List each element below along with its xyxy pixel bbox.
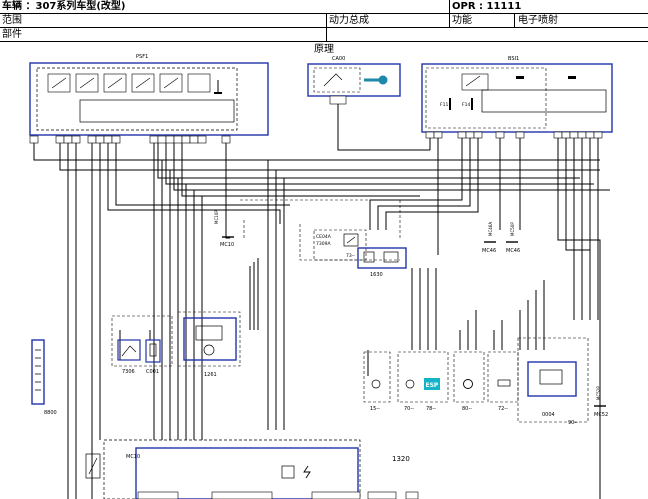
dashed-wires	[240, 199, 401, 261]
c7306-component: 7306	[111, 315, 173, 375]
r90-label: 90--	[568, 420, 578, 426]
r72-label: 72--	[498, 406, 508, 412]
psf1-relays	[47, 73, 211, 93]
psf1-label: PSF1	[136, 54, 148, 60]
c1630-label: 1630	[370, 272, 383, 278]
c8800-component: 8800	[31, 339, 57, 416]
esp-icon	[424, 378, 440, 390]
c1261-label: 1261	[204, 372, 217, 378]
bsi1-component: BSI1 F11 F14	[421, 56, 613, 133]
ce04a-ref-label: 73--	[346, 253, 355, 259]
mc52-label: MC52	[594, 412, 608, 418]
psf1-component: PSF1	[29, 54, 269, 136]
ce04a-component: CE04A 7309A 73--	[313, 229, 367, 261]
mc46-label-b: MC46	[506, 248, 520, 254]
r80-label: 80--	[462, 406, 472, 412]
c1320-pins	[137, 491, 419, 499]
diagram-title: 原理	[314, 43, 334, 55]
bsi1-pins	[425, 131, 603, 139]
parts-label: 部件	[2, 29, 22, 40]
mc10p-label: MC10P	[214, 210, 219, 224]
r15-label: 15--	[370, 406, 380, 412]
function-value: 电子喷射	[518, 15, 558, 26]
bsi1-label: BSI1	[508, 56, 519, 62]
c8800-label: 8800	[44, 410, 57, 416]
mc46a-label: MC46A	[488, 222, 493, 236]
mc46-label-a: MC46	[482, 248, 496, 254]
c001-component: C001	[145, 339, 161, 375]
psf1-pins	[29, 135, 231, 144]
opr-label: OPR : 11111	[452, 1, 522, 12]
c1261-component: 1261	[177, 311, 241, 378]
mc50p-label: MC50P	[510, 222, 515, 236]
mc10-label: MC10	[220, 242, 234, 248]
fuse-f11-label: F11	[440, 102, 448, 108]
c1630-component: 1630	[357, 247, 407, 278]
ca00-component: CA00	[307, 56, 401, 105]
system-label: 动力总成	[329, 15, 369, 26]
fuse-f14-label: F14	[462, 102, 470, 108]
c7306-label: 7306	[122, 369, 135, 375]
c1320-label: 1320	[392, 455, 410, 463]
bottom-relay	[85, 453, 101, 479]
header-row-parts: 部件	[0, 28, 648, 41]
header-row-scope: 范围 动力总成 功能 电子喷射	[0, 14, 648, 28]
vehicle-label: 车辆 ：307系列车型(改型)	[2, 1, 126, 12]
sensor-row: 15-- ESP 70-- 78-- 80-- 72-- 0004 90--	[363, 337, 589, 426]
scope-label: 范围	[2, 15, 22, 26]
header-row-vehicle: 车辆 ：307系列车型(改型) OPR : 11111	[0, 0, 648, 14]
c1320-component: 1320 MC10	[103, 439, 410, 499]
mc10-low-label: MC10	[126, 454, 140, 460]
c0004-label: 0004	[542, 412, 555, 418]
r78-label: 78--	[426, 406, 436, 412]
function-label: 功能	[452, 15, 472, 26]
key-icon	[364, 75, 388, 85]
c001-label: C001	[146, 369, 159, 375]
ce04a-label: CE04A	[316, 234, 332, 240]
ca00-label: CA00	[332, 56, 345, 62]
psf1-fuse	[214, 80, 222, 94]
ce04a-wire-label: 7309A	[316, 241, 331, 247]
esp-label: ESP	[426, 382, 439, 389]
r70-label: 70--	[404, 406, 414, 412]
mc52p-label: MC52P	[596, 386, 601, 400]
